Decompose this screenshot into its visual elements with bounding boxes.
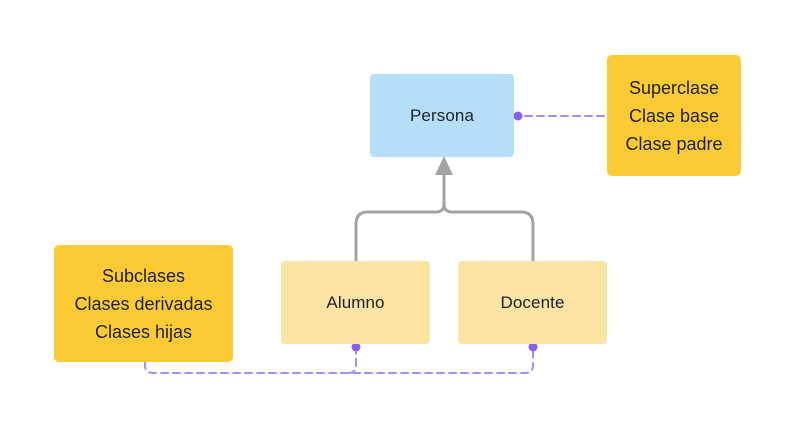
connector-endpoint-dot-persona <box>513 111 523 121</box>
annotation-line-subclases-main <box>144 351 534 374</box>
class-node-persona-label: Persona <box>409 105 475 125</box>
inheritance-branch-left <box>354 203 446 261</box>
class-node-docente-label: Docente <box>500 292 565 312</box>
sticky-note-superclase[interactable]: Superclase Clase base Clase padre <box>607 55 741 176</box>
sticky-note-superclase-line: Superclase <box>628 77 720 98</box>
sticky-note-subclases-line: Clases derivadas <box>74 293 213 314</box>
inheritance-arrowhead-icon <box>435 156 453 175</box>
sticky-note-subclases[interactable]: Subclases Clases derivadas Clases hijas <box>54 245 233 362</box>
connector-endpoint-dot-alumno <box>351 342 361 352</box>
sticky-note-subclases-line: Clases hijas <box>94 321 193 342</box>
sticky-note-superclase-line: Clase padre <box>625 133 723 154</box>
connector-endpoint-dot-docente <box>528 342 538 352</box>
class-node-alumno[interactable]: Alumno <box>281 261 430 344</box>
class-node-alumno-label: Alumno <box>326 292 385 312</box>
inheritance-branch-right <box>442 203 535 261</box>
class-node-docente[interactable]: Docente <box>458 261 607 344</box>
annotation-connector-subclases[interactable] <box>144 342 538 374</box>
inheritance-connector[interactable] <box>354 156 535 261</box>
sticky-note-subclases-line: Subclases <box>101 265 186 286</box>
annotation-connector-superclase[interactable] <box>513 111 608 121</box>
class-node-persona[interactable]: Persona <box>370 74 514 157</box>
annotation-line-subclases-branch <box>347 351 357 374</box>
sticky-note-superclase-line: Clase base <box>628 105 720 126</box>
